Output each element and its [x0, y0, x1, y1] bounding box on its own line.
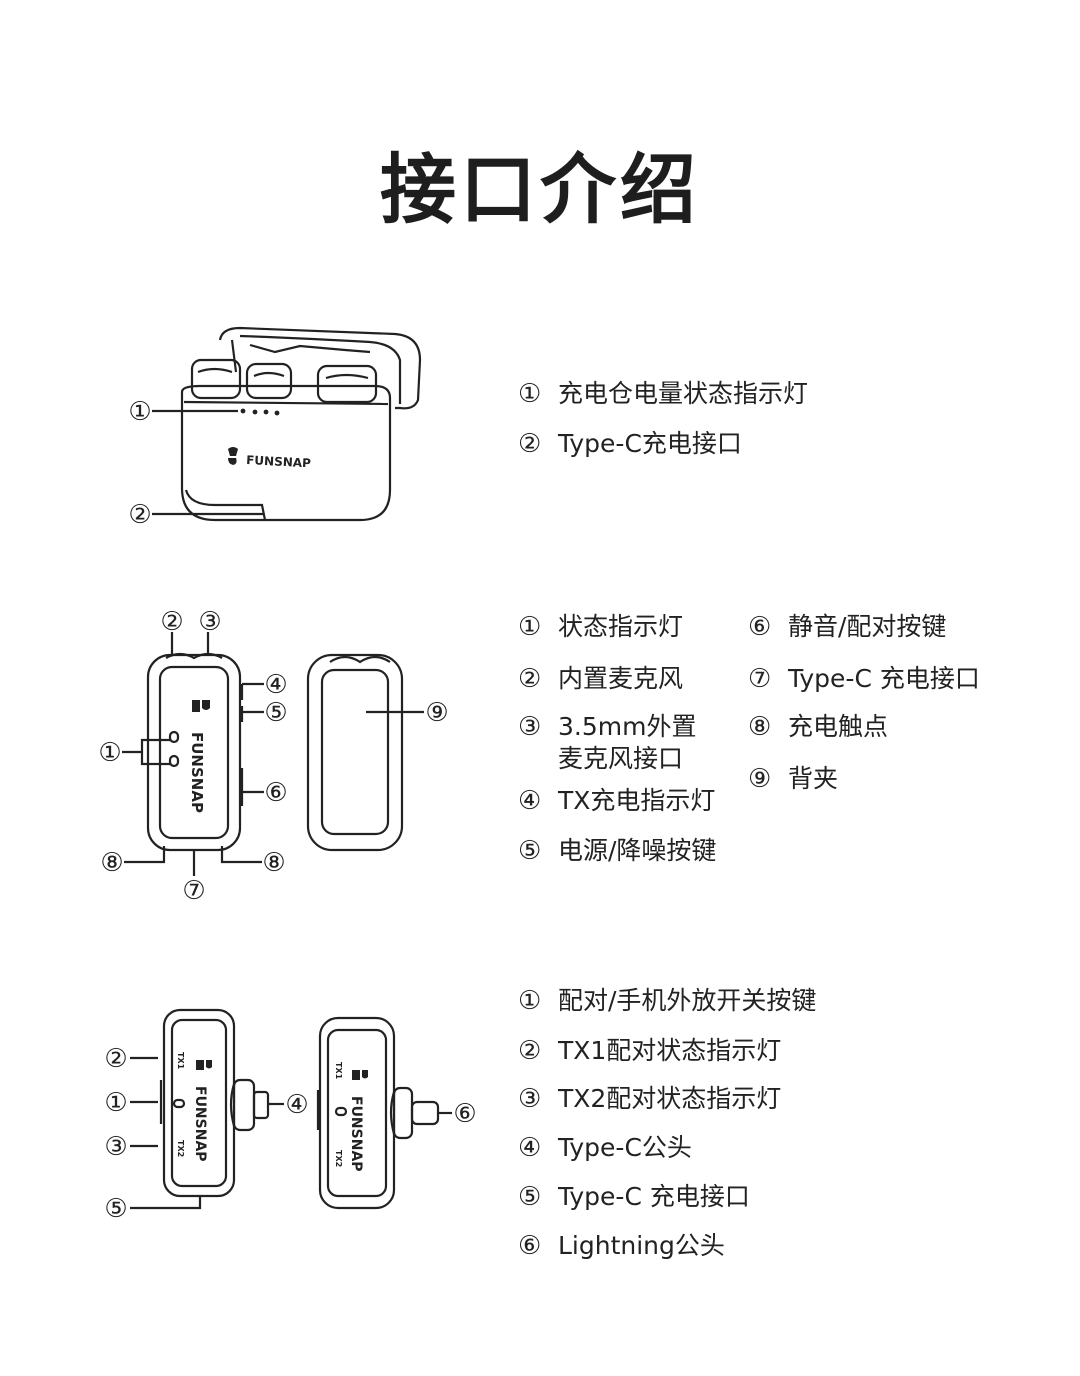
- callout-3: ③: [104, 1132, 127, 1162]
- callout-1: ①: [104, 1088, 127, 1118]
- callout-1: ①: [128, 397, 151, 427]
- callout-2: ②: [160, 607, 183, 637]
- receiver-c-tx1: TX1: [176, 1052, 185, 1070]
- callout-5: ⑤: [104, 1194, 127, 1224]
- transmitter-brand-text: FUNSNAP: [188, 732, 206, 813]
- receiver-c-tx2: TX2: [176, 1140, 185, 1157]
- charging-case-illustration: FUNSNAP ① ②: [128, 326, 422, 530]
- receiver-l-tx1: TX1: [334, 1062, 343, 1080]
- callout-1: ①: [98, 738, 121, 768]
- callout-5: ⑤: [264, 698, 287, 728]
- receiver-illustration: FUNSNAP TX1 TX2 FUNSNAP TX1 TX2 ② ① ③ ⑤ …: [104, 1008, 477, 1224]
- callout-2: ②: [104, 1044, 127, 1074]
- callout-7: ⑦: [182, 876, 205, 906]
- callout-2: ②: [128, 500, 151, 530]
- callout-4: ④: [264, 670, 287, 700]
- callout-8-right: ⑧: [262, 848, 285, 878]
- receiver-c-brand-text: FUNSNAP: [192, 1086, 208, 1162]
- callout-8-left: ⑧: [100, 848, 123, 878]
- brand-logo: [228, 447, 238, 465]
- callout-6: ⑥: [264, 778, 287, 808]
- callout-9: ⑨: [425, 698, 448, 728]
- case-brand-text: FUNSNAP: [246, 453, 312, 470]
- callout-6: ⑥: [453, 1099, 476, 1129]
- transmitter-illustration: FUNSNAP ② ③ ④ ⑤ ⑥ ① ⑧ ⑧ ⑦ ⑨: [98, 607, 448, 906]
- callout-4: ④: [285, 1090, 308, 1120]
- receiver-l-tx2: TX2: [334, 1150, 343, 1167]
- callout-3: ③: [198, 607, 221, 637]
- receiver-l-brand-text: FUNSNAP: [348, 1096, 364, 1172]
- page-title: 接口介绍: [380, 145, 700, 234]
